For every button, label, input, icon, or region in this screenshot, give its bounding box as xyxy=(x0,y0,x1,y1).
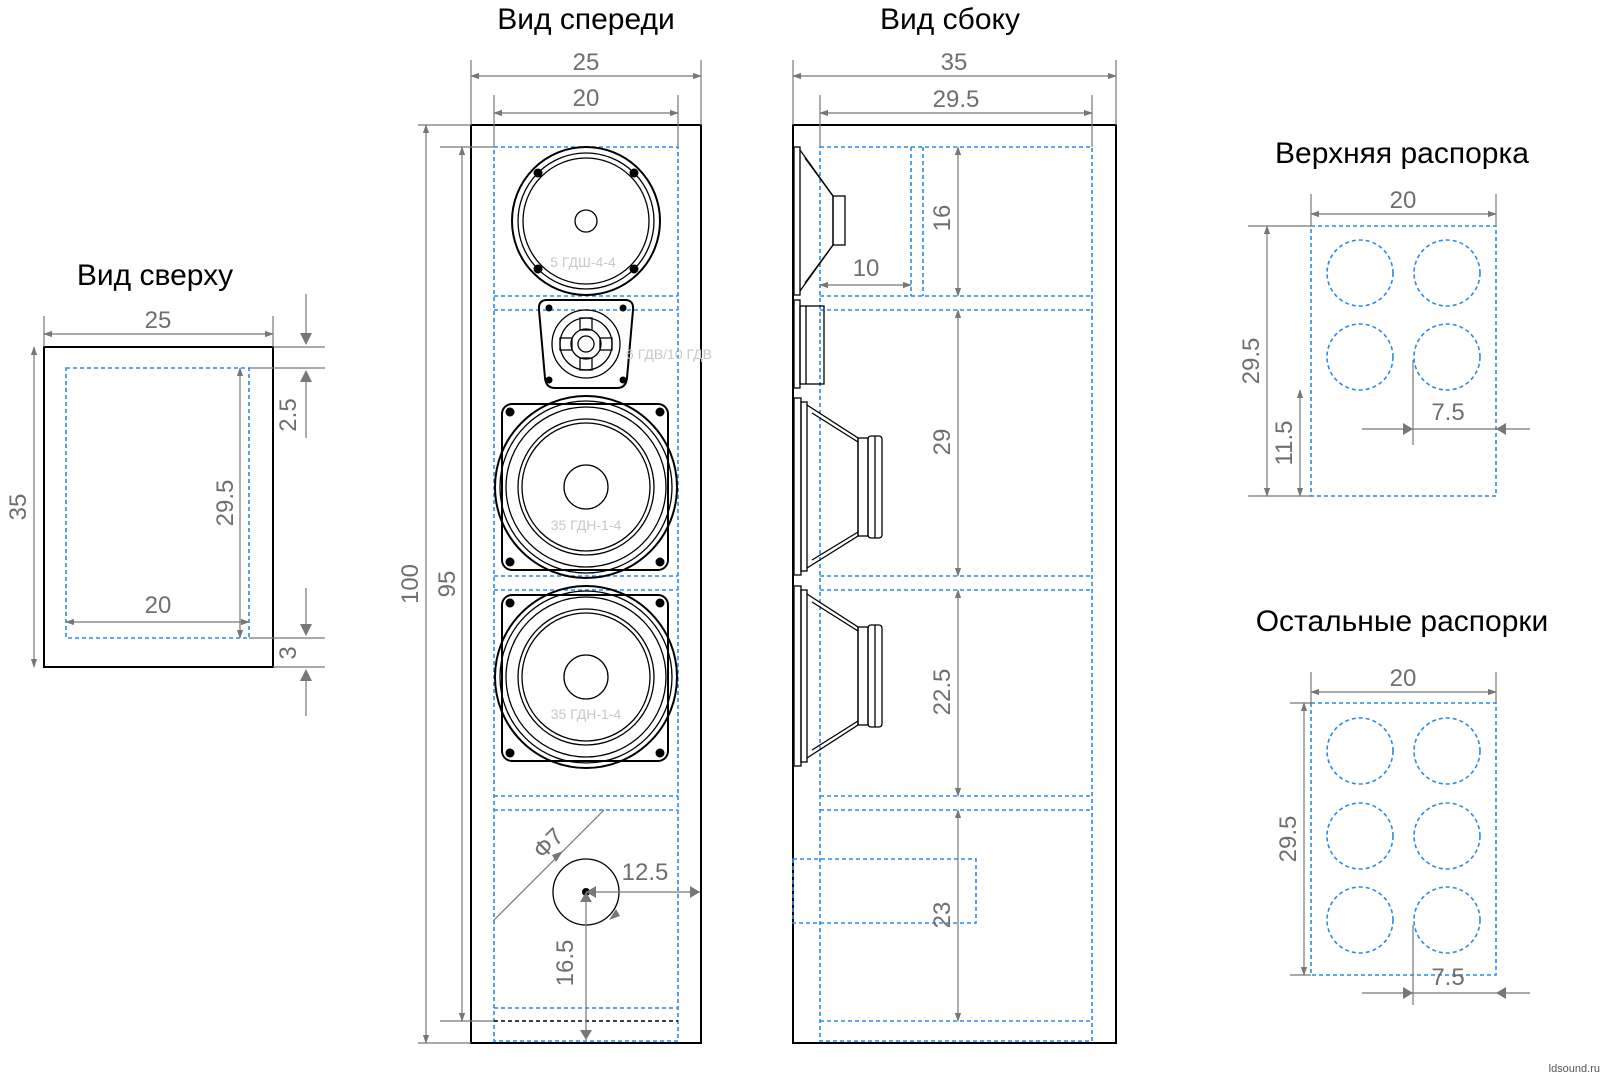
front-view-title: Вид спереди xyxy=(497,3,675,36)
top-front-offset-label: 2.5 xyxy=(275,398,302,431)
tweeter-label: 6 ГДВ/10 ГДВ xyxy=(626,346,712,362)
other-braces-depth-label: 29.5 xyxy=(1275,816,1302,863)
woofer-upper-label: 35 ГДН-1-4 xyxy=(551,517,622,533)
woofer-upper-35gdn: 35 ГДН-1-4 xyxy=(494,395,678,579)
top-view-inner-outline xyxy=(65,367,250,639)
other-braces-outline xyxy=(1310,702,1497,976)
side-view-title: Вид сбоку xyxy=(880,3,1020,36)
top-outer-depth-label: 35 xyxy=(5,494,32,521)
front-inner-width-label: 20 xyxy=(573,85,600,112)
other-braces-width-label: 20 xyxy=(1390,665,1417,692)
top-view: Вид сверху 25 35 20 29.5 2.5 3 xyxy=(5,259,325,716)
other-braces: Остальные распорки 20 29.5 7.5 xyxy=(1256,605,1549,1005)
side-section-3-label: 22.5 xyxy=(929,669,956,716)
port-diameter-label: Ф7 xyxy=(528,823,569,864)
woofer-lower-35gdn: 35 ГДН-1-4 xyxy=(494,585,678,769)
front-view-panel xyxy=(470,124,702,1044)
tweeter-6gdv: 6 ГДВ/10 ГДВ xyxy=(537,299,712,389)
side-section-1-label: 16 xyxy=(929,205,956,232)
side-section-4-label: 23 xyxy=(929,902,956,929)
side-inner-depth-label: 29.5 xyxy=(933,86,980,113)
port-offset-right-label: 12.5 xyxy=(622,859,669,886)
front-outer-height-label: 100 xyxy=(397,564,424,604)
side-section-2-label: 29 xyxy=(929,429,956,456)
other-braces-hole-spacing-label: 7.5 xyxy=(1431,964,1464,991)
top-inner-width-label: 20 xyxy=(145,592,172,619)
front-inner-height-label: 95 xyxy=(434,571,461,598)
upper-brace-hole-offset-label: 11.5 xyxy=(1271,421,1298,466)
front-outer-width-label: 25 xyxy=(573,49,600,76)
port-offset-bottom-label: 16.5 xyxy=(552,940,579,987)
top-outer-width-label: 25 xyxy=(145,307,172,334)
top-inner-depth-label: 29.5 xyxy=(212,480,239,527)
upper-brace-hole-spacing-label: 7.5 xyxy=(1431,399,1464,426)
upper-brace: Верхняя распорка 20 29.5 11.5 7.5 xyxy=(1238,137,1530,497)
upper-brace-outline xyxy=(1310,225,1497,497)
top-driver-label: 5 ГДШ-4-4 xyxy=(550,254,616,270)
side-chamber-depth-label: 10 xyxy=(853,255,880,282)
side-port-tube xyxy=(792,858,977,924)
side-woofer-upper-profile xyxy=(793,397,883,576)
side-outer-depth-label: 35 xyxy=(941,49,968,76)
side-tweeter-profile xyxy=(793,299,825,389)
side-view-panel xyxy=(792,124,1117,1044)
upper-brace-depth-label: 29.5 xyxy=(1238,338,1265,385)
side-view: Вид сбоку xyxy=(792,3,1117,1044)
watermark: ldsound.ru xyxy=(1549,1063,1600,1075)
side-top-driver-profile xyxy=(793,146,846,296)
top-view-outer-panel xyxy=(43,346,274,668)
top-driver-5gdsh: 5 ГДШ-4-4 xyxy=(511,146,661,296)
front-view: Вид спереди 5 ГДШ-4-4 xyxy=(397,3,712,1044)
upper-brace-width-label: 20 xyxy=(1390,187,1417,214)
top-back-offset-label: 3 xyxy=(275,646,302,659)
other-braces-title: Остальные распорки xyxy=(1256,605,1549,638)
top-view-title: Вид сверху xyxy=(77,259,233,292)
side-woofer-lower-profile xyxy=(793,585,883,767)
upper-brace-title: Верхняя распорка xyxy=(1275,137,1529,170)
woofer-lower-label: 35 ГДН-1-4 xyxy=(551,706,622,722)
bass-port: 12.5 16.5 Ф7 xyxy=(493,809,700,1040)
